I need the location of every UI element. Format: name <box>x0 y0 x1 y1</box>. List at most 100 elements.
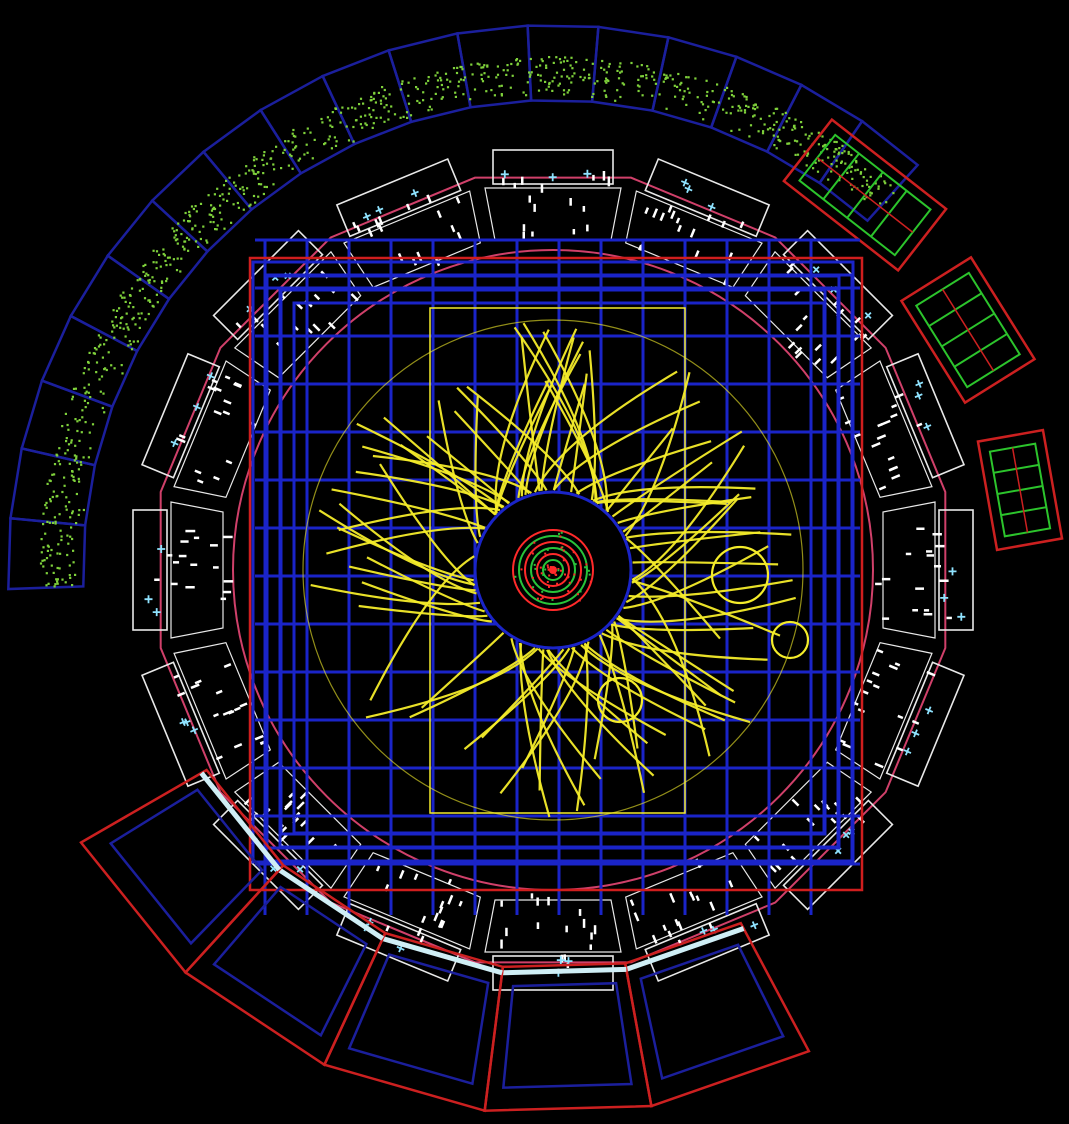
arc-hit <box>539 74 542 77</box>
arc-hit <box>463 76 467 79</box>
arc-hit <box>427 79 430 82</box>
arc-hit <box>745 95 748 99</box>
muon-marker <box>182 718 191 727</box>
muon-hit <box>894 392 904 399</box>
arc-hit <box>665 74 668 77</box>
muon-hit <box>933 565 941 568</box>
arc-hit <box>55 578 58 581</box>
bottom-strip <box>382 936 503 976</box>
side-module-frame <box>899 255 1037 405</box>
arc-hit <box>388 93 391 96</box>
muon-marker <box>500 170 509 179</box>
muon-hit <box>675 217 681 224</box>
arc-hit <box>526 81 529 84</box>
vertex-region <box>512 529 594 611</box>
muon-hit <box>894 662 901 667</box>
arc-hit <box>48 521 51 524</box>
arc-hit <box>294 146 297 149</box>
arc-hit <box>796 140 799 143</box>
arc-hit <box>481 80 485 83</box>
arc-hit <box>311 157 314 160</box>
arc-hit <box>137 312 140 315</box>
track <box>518 642 586 806</box>
muon-marker <box>152 608 161 617</box>
arc-hit <box>434 92 437 95</box>
arc-hit <box>113 326 116 329</box>
arc-hit <box>64 505 67 508</box>
arc-hit <box>66 449 69 452</box>
arc-hit <box>838 147 841 150</box>
side-modules <box>782 117 1064 552</box>
arc-hit <box>212 206 216 209</box>
track <box>326 526 485 555</box>
vertex-hit <box>567 590 570 593</box>
arc-hit <box>119 294 122 297</box>
arc-hit <box>75 522 78 525</box>
arc-hit <box>181 245 185 248</box>
arc-hit <box>68 564 71 567</box>
arc-hit <box>402 115 405 118</box>
arc-hit <box>54 583 57 586</box>
arc-hit <box>81 416 84 419</box>
track <box>580 644 751 724</box>
arc-hit <box>291 141 294 144</box>
arc-hit <box>238 174 241 177</box>
arc-hit <box>71 584 74 587</box>
muon-hit <box>528 195 531 203</box>
muon-hit <box>235 322 242 329</box>
muon-hit <box>505 927 508 937</box>
arc-hit <box>351 106 354 109</box>
muon-hit <box>875 582 882 586</box>
muon-hit <box>926 670 936 677</box>
arc-hit <box>78 480 81 483</box>
muon-hit <box>669 892 676 903</box>
arc-hit <box>439 76 442 79</box>
arc-hit <box>174 234 177 237</box>
arc-hit <box>705 79 708 82</box>
track <box>494 386 552 515</box>
arc-hit <box>153 280 156 283</box>
arc-hit <box>183 248 186 251</box>
track <box>361 581 492 623</box>
arc-hit <box>147 274 150 277</box>
arc-hit <box>85 390 88 393</box>
arc-hit <box>176 242 179 245</box>
muon-hit <box>739 221 745 229</box>
muon-hit <box>560 954 564 963</box>
muon-hit <box>911 719 920 725</box>
muon-marker <box>699 927 708 936</box>
arc-hit <box>676 85 679 88</box>
arc-hit <box>372 97 375 100</box>
arc-hit <box>352 125 355 129</box>
arc-hit <box>121 372 124 375</box>
track <box>631 445 746 581</box>
arc-hit <box>78 509 81 512</box>
arc-hit <box>75 457 78 460</box>
muon-marker <box>144 595 153 604</box>
muon-hit <box>593 925 597 935</box>
arc-hit <box>745 104 748 107</box>
arc-hit <box>855 161 858 164</box>
arc-hit <box>528 71 531 74</box>
arc-hit <box>158 253 161 256</box>
arc-hit <box>607 65 610 68</box>
muon-hit <box>213 386 222 392</box>
arc-hit <box>48 479 51 482</box>
arc-hit <box>498 85 501 88</box>
muon-hit <box>582 918 586 928</box>
arc-hit <box>729 112 732 115</box>
arc-hit <box>50 564 53 567</box>
arc-hit <box>793 139 797 142</box>
muon-hit <box>502 178 505 186</box>
arc-hit <box>256 171 260 174</box>
muon-hit <box>433 912 439 922</box>
muon-marker <box>864 311 872 319</box>
arc-hit <box>365 123 368 127</box>
muon-hit <box>659 212 666 222</box>
arc-hit <box>347 139 351 142</box>
muon-hit <box>439 900 445 909</box>
vertex-hit <box>564 573 566 576</box>
muon-hit <box>398 869 405 880</box>
side-module <box>782 117 948 273</box>
arc-hit <box>89 447 92 450</box>
